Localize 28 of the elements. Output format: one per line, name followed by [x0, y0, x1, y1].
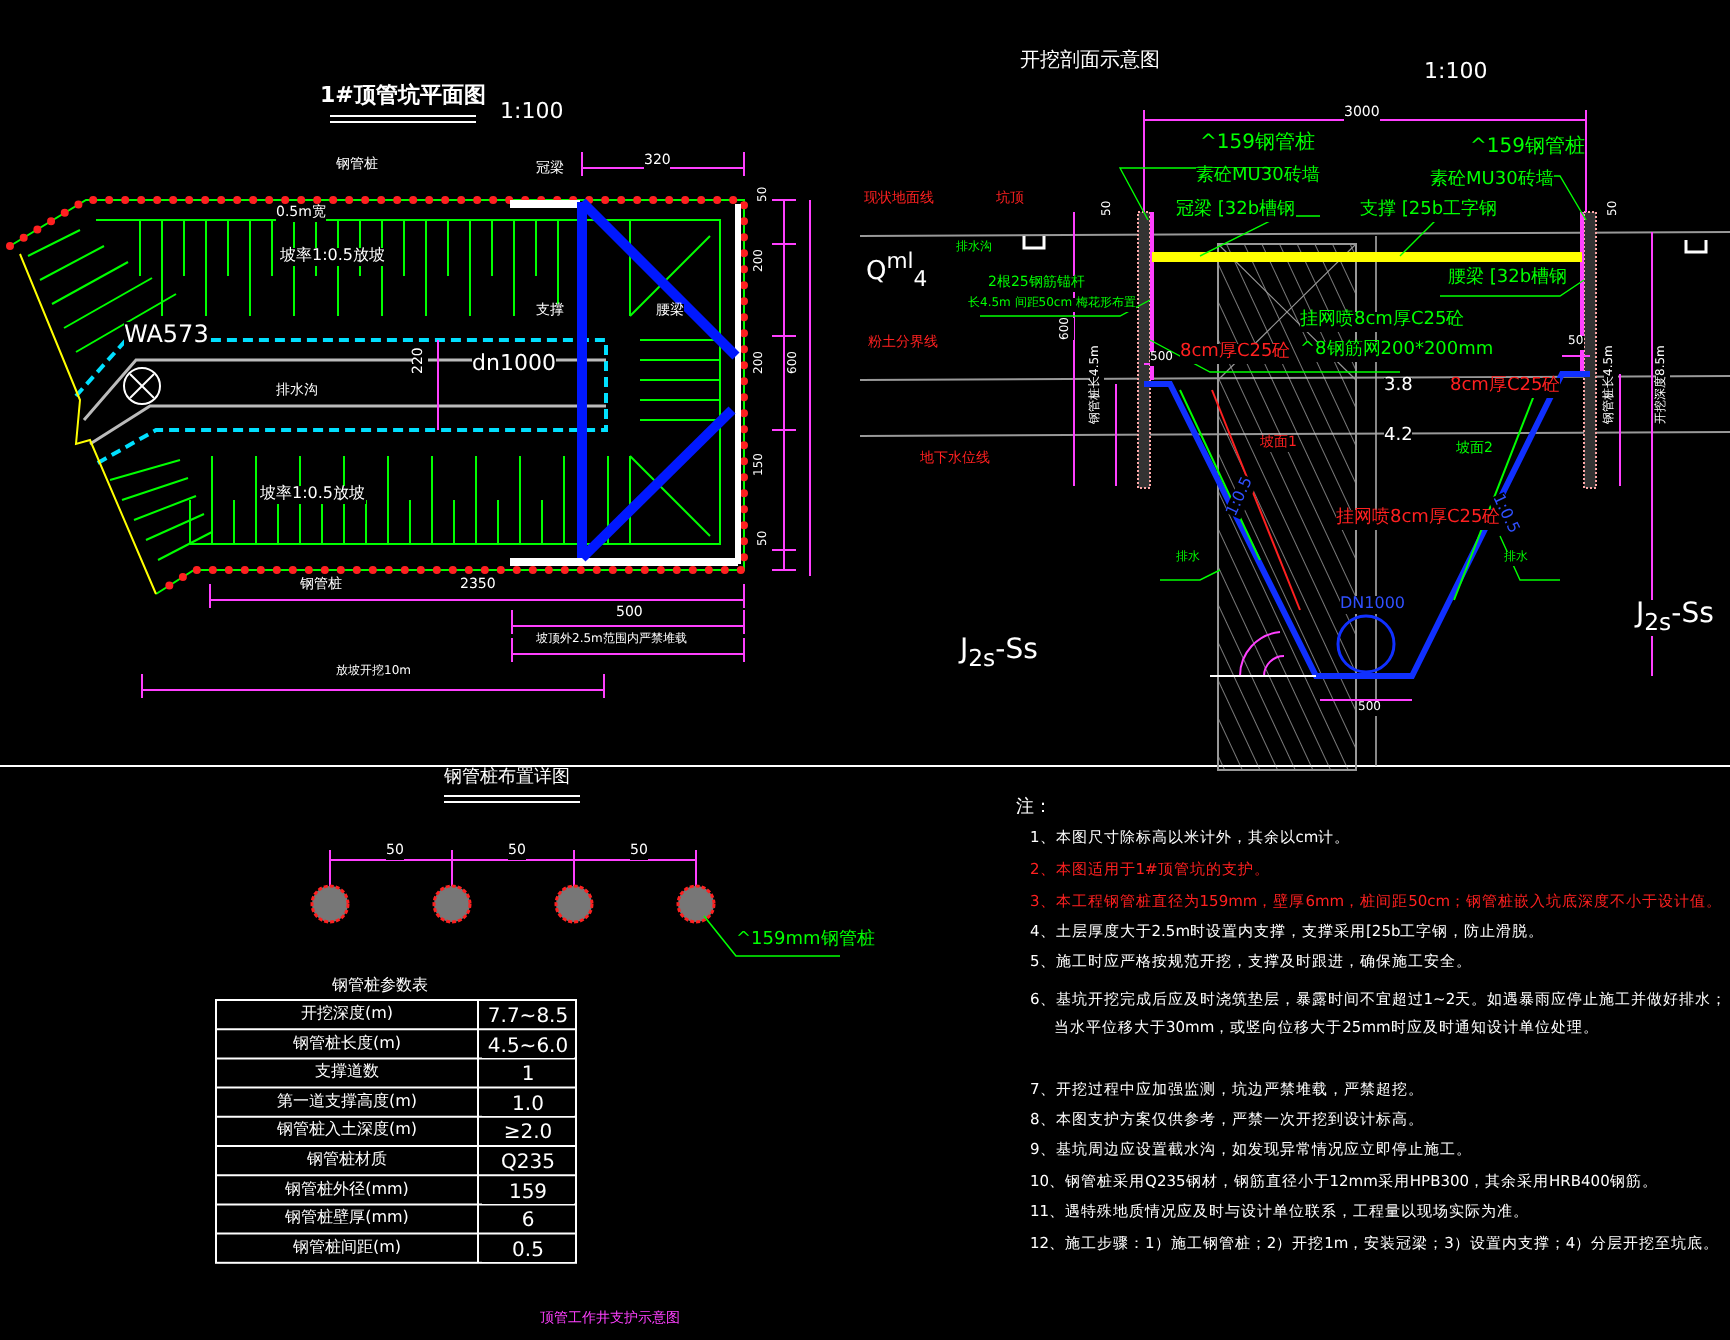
annotation-label: 坡率1:0.5放坡	[260, 486, 366, 504]
drawing-title: 钢管桩布置详图	[444, 770, 570, 790]
annotation-label: 挂网喷8cm厚C25砼	[1300, 312, 1465, 332]
scale-label: 1:100	[1424, 60, 1488, 85]
scale-label: 1:100	[500, 100, 564, 125]
soil-layer-label: J$_{2s}$-Ss	[960, 636, 1038, 672]
annotation-label: ^8钢筋网200*200mm	[1300, 342, 1494, 362]
soil-layer-label: J$_{2s}$-Ss	[1636, 600, 1714, 636]
table-title: 钢管桩参数表	[332, 978, 428, 996]
annotation-label: ^159钢管桩	[1470, 136, 1585, 158]
table-cell: 1.0	[482, 1093, 574, 1116]
annotation-label: 支撑 [25b工字钢	[1360, 202, 1498, 222]
annotation-label: 素砼MU30砖墙	[1196, 168, 1320, 188]
pipe-size-label: dn1000	[472, 352, 556, 377]
annotation-label: ^159钢管桩	[1200, 132, 1315, 154]
drawing-title: 开挖剖面示意图	[1020, 50, 1160, 72]
annotation-label: 挂网喷8cm厚C25砼	[1336, 510, 1501, 530]
annotation-label: 8cm厚C25砼	[1450, 378, 1561, 398]
annotation-label: 8cm厚C25砼	[1180, 344, 1291, 364]
pipe-id-label: WA573	[124, 322, 209, 349]
pipe-size-label: DN1000	[1340, 596, 1406, 614]
annotation-label: 冠梁 [32b槽钢	[1176, 202, 1296, 222]
drawing-title: 1#顶管坑平面图	[320, 84, 486, 109]
table-cell: 0.5	[482, 1239, 574, 1262]
annotation-label: 素砼MU30砖墙	[1430, 172, 1554, 192]
annotation-label: 腰梁 [32b槽钢	[1448, 270, 1568, 290]
annotation-label: 坡率1:0.5放坡	[280, 248, 386, 266]
annotation-label: ^159mm钢管桩	[736, 932, 875, 952]
